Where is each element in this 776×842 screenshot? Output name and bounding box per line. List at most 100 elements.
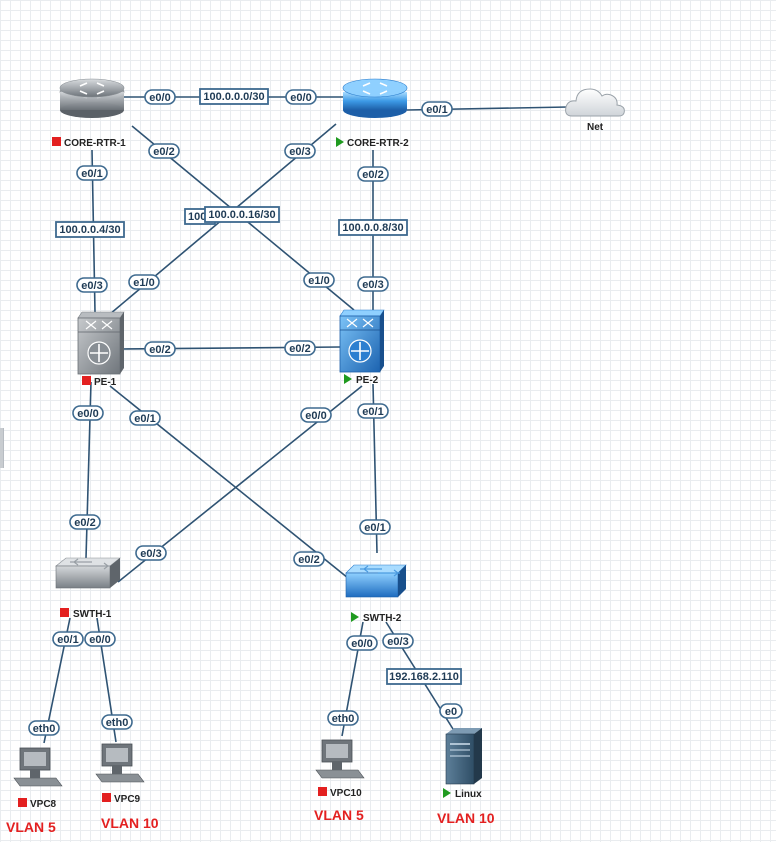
router-icon — [59, 78, 125, 118]
node-vpc9[interactable]: VPC9 — [95, 743, 145, 805]
vlan-label-vpc9: VLAN 10 — [101, 815, 159, 831]
node-pe-2[interactable]: PE-2 — [339, 309, 385, 386]
status-stopped-icon — [52, 137, 61, 146]
if-pe2-e0-1[interactable]: e0/1 — [357, 403, 389, 419]
if-pe1-e0-0[interactable]: e0/0 — [72, 405, 104, 421]
if-pe2-e1-0[interactable]: e1/0 — [303, 272, 335, 288]
node-label: Net — [587, 122, 604, 133]
status-stopped-icon — [82, 376, 91, 385]
svg-text:e0/3: e0/3 — [289, 146, 310, 158]
if-swth1-e0-3[interactable]: e0/3 — [135, 545, 167, 561]
svg-text:e0/0: e0/0 — [351, 638, 372, 650]
node-label: SWTH-2 — [363, 613, 402, 624]
if-swth2-e0-3[interactable]: e0/3 — [382, 633, 414, 649]
svg-text:e0/0: e0/0 — [305, 410, 326, 422]
node-label: Linux — [455, 789, 482, 800]
node-net[interactable]: Net — [565, 88, 625, 133]
if-swth2-e0-0[interactable]: e0/0 — [346, 635, 378, 651]
network-box-core1-pe2[interactable]: 100.0.0.16/30 — [204, 206, 280, 223]
node-pe-1[interactable]: PE-1 — [77, 311, 125, 388]
svg-text:e0/1: e0/1 — [57, 634, 78, 646]
if-core2-e0-2[interactable]: e0/2 — [357, 166, 389, 182]
svg-text:e0/3: e0/3 — [140, 548, 161, 560]
network-box-core2-pe2[interactable]: 100.0.0.8/30 — [338, 219, 408, 236]
switch-icon — [345, 564, 407, 598]
node-core-rtr-2[interactable]: CORE-RTR-2 — [336, 78, 409, 149]
svg-text:e0/2: e0/2 — [149, 344, 170, 356]
status-stopped-icon — [18, 798, 27, 807]
node-label: VPC8 — [30, 799, 57, 810]
pc-icon — [315, 739, 365, 779]
node-swth-2[interactable]: SWTH-2 — [345, 564, 407, 624]
svg-text:e0/0: e0/0 — [77, 408, 98, 420]
node-vpc8[interactable]: VPC8 — [13, 747, 63, 810]
status-running-icon — [351, 612, 359, 622]
svg-text:e0/0: e0/0 — [89, 634, 110, 646]
if-pe1-e0-3[interactable]: e0/3 — [76, 277, 108, 293]
if-core2-e0-3[interactable]: e0/3 — [284, 143, 316, 159]
svg-text:e0/3: e0/3 — [387, 636, 408, 648]
svg-text:eth0: eth0 — [332, 713, 355, 725]
if-swth1-e0-1[interactable]: e0/1 — [52, 631, 84, 647]
if-vpc8-eth0[interactable]: eth0 — [28, 720, 60, 736]
node-label: CORE-RTR-1 — [64, 138, 126, 149]
server-icon — [445, 728, 482, 785]
svg-text:e0/0: e0/0 — [290, 92, 311, 104]
if-swth2-e0-1[interactable]: e0/1 — [359, 519, 391, 535]
if-core1-e0-0[interactable]: e0/0 — [144, 89, 176, 105]
svg-text:e0/2: e0/2 — [153, 146, 174, 158]
network-box-core1-core2[interactable]: 100.0.0.0/30 — [199, 88, 269, 105]
svg-text:e0/1: e0/1 — [426, 104, 447, 116]
svg-text:e0/2: e0/2 — [298, 554, 319, 566]
if-pe2-e0-3[interactable]: e0/3 — [357, 276, 389, 292]
vlan-label-vpc10: VLAN 5 — [314, 807, 364, 823]
if-pe1-e1-0[interactable]: e1/0 — [128, 274, 160, 290]
if-pe2-e0-2[interactable]: e0/2 — [284, 340, 316, 356]
node-swth-1[interactable]: SWTH-1 — [55, 557, 121, 620]
if-vpc10-eth0[interactable]: eth0 — [327, 710, 359, 726]
network-box-swth2-linux[interactable]: 192.168.2.110 — [386, 668, 462, 685]
if-pe2-e0-0[interactable]: e0/0 — [300, 407, 332, 423]
svg-text:100: 100 — [188, 211, 206, 223]
if-core2-e0-1[interactable]: e0/1 — [421, 101, 453, 117]
svg-text:e0/1: e0/1 — [362, 406, 383, 418]
if-swth2-e0-2[interactable]: e0/2 — [293, 551, 325, 567]
vlan-label-vpc8: VLAN 5 — [6, 819, 56, 835]
pc-icon — [95, 743, 145, 783]
status-stopped-icon — [102, 793, 111, 802]
svg-text:100.0.0.0/30: 100.0.0.0/30 — [203, 91, 264, 103]
if-core2-e0-0[interactable]: e0/0 — [285, 89, 317, 105]
node-linux[interactable]: Linux — [443, 728, 482, 800]
svg-text:100.0.0.4/30: 100.0.0.4/30 — [59, 224, 120, 236]
svg-text:eth0: eth0 — [106, 717, 129, 729]
switch-icon — [55, 557, 121, 589]
svg-text:e0/1: e0/1 — [134, 413, 155, 425]
node-vpc10[interactable]: VPC10 — [315, 739, 365, 799]
if-linux-e0[interactable]: e0 — [439, 703, 463, 719]
node-label: SWTH-1 — [73, 609, 112, 620]
if-pe1-e0-2[interactable]: e0/2 — [144, 341, 176, 357]
network-box-core1-pe1[interactable]: 100.0.0.4/30 — [55, 221, 125, 238]
svg-text:e0/1: e0/1 — [364, 522, 385, 534]
pc-icon — [13, 747, 63, 787]
l3-switch-icon — [339, 309, 385, 373]
svg-text:192.168.2.110: 192.168.2.110 — [389, 671, 459, 683]
status-running-icon — [336, 137, 344, 147]
if-core1-e0-2[interactable]: e0/2 — [148, 143, 180, 159]
if-swth1-e0-2[interactable]: e0/2 — [69, 514, 101, 530]
if-pe1-e0-1[interactable]: e0/1 — [129, 410, 161, 426]
svg-text:eth0: eth0 — [33, 723, 56, 735]
node-label: VPC9 — [114, 794, 141, 805]
cloud-icon — [565, 88, 625, 117]
if-swth1-e0-0[interactable]: e0/0 — [84, 631, 116, 647]
if-core1-e0-1[interactable]: e0/1 — [76, 165, 108, 181]
side-panel-tab[interactable] — [0, 428, 4, 468]
node-label: PE-2 — [356, 375, 379, 386]
node-core-rtr-1[interactable]: CORE-RTR-1 — [52, 78, 126, 149]
l3-switch-icon — [77, 311, 125, 375]
svg-text:e0: e0 — [445, 706, 457, 718]
if-vpc9-eth0[interactable]: eth0 — [101, 714, 133, 730]
node-label: PE-1 — [94, 377, 117, 388]
status-stopped-icon — [318, 787, 327, 796]
